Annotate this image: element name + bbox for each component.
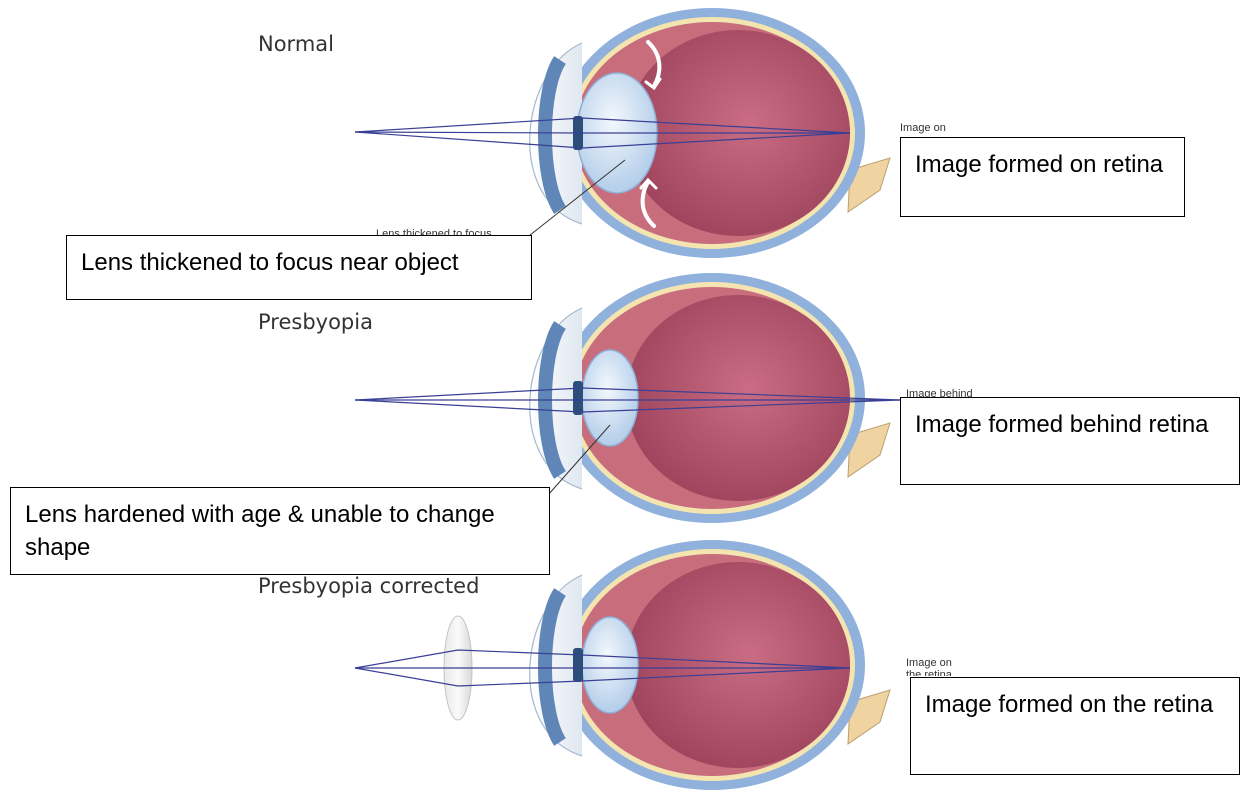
callout-image-formed-on-the-retina: Image formed on the retina [910,677,1240,775]
lens [582,617,638,713]
tiny-label-the-retina: the retina [906,669,952,676]
callout-image-formed-on-retina: Image formed on retina [900,137,1185,217]
lens [582,350,638,446]
tiny-label-image-on-corrected: Image on [906,657,952,669]
tiny-label-image-on: Image on [900,122,946,134]
eye-normal [355,8,890,258]
heading-presbyopia-corrected: Presbyopia corrected [258,574,479,598]
heading-presbyopia: Presbyopia [258,310,373,334]
callout-lens-thickened: Lens thickened to focus near object [66,235,532,300]
heading-normal: Normal [258,32,334,56]
eye-presbyopia [355,273,900,523]
callout-image-formed-behind-retina: Image formed behind retina [900,397,1240,485]
callout-lens-hardened: Lens hardened with age & unable to chang… [10,487,550,575]
